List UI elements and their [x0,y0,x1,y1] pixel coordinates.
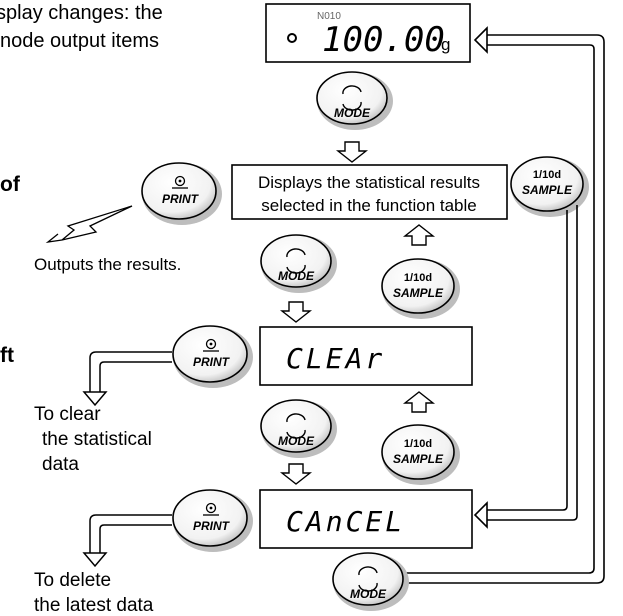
intro-text-line-2: node output items [0,30,159,52]
sample-key-bottom-label: SAMPLE [393,452,444,466]
print-key-2[interactable]: PRINT [172,325,253,388]
clear-output-arrow [82,351,172,407]
cancel-display-text: CAnCEL [286,505,405,538]
rotate-arrow-icon [358,566,378,576]
clear-note-line-2: the statistical [42,429,152,450]
weighing-display: N010 100.00 g [265,3,471,63]
rotate-arrow-icon [286,413,306,423]
print-key-label: PRINT [193,519,231,533]
sample-key-2[interactable]: 1/10d SAMPLE [381,258,460,319]
sample-key-top-label: 1/10d [404,272,432,284]
print-key-label: PRINT [162,192,200,206]
print-icon [205,502,217,514]
sample-key-bottom-label: SAMPLE [522,183,573,197]
sample-key-top-label: 1/10d [533,169,561,181]
mode-key-bottom[interactable]: MODE [332,552,409,611]
mode-key-lower[interactable]: MODE [260,399,337,458]
print-key-1[interactable]: PRINT [141,162,222,225]
sample-return-arrow [473,205,578,529]
print-icon [205,338,217,350]
mode-key-top[interactable]: MODE [316,71,393,130]
intro-text-line-1: splay changes: the [0,2,163,24]
sample-key-bottom-label: SAMPLE [393,286,444,300]
clear-note-line-3: data [42,454,79,475]
print-icon [174,175,186,187]
mode-key-label: MODE [334,106,371,120]
up-arrow-2 [402,391,436,413]
sample-key-top-label: 1/10d [404,438,432,450]
mode-key-mid[interactable]: MODE [260,234,337,293]
mode-key-label: MODE [278,434,315,448]
stable-mark-icon [287,33,297,43]
mode-key-label: MODE [278,269,315,283]
clear-note-line-1: To clear [34,404,101,425]
rotate-arrow-icon [342,85,362,95]
clear-display: CLEAr [259,326,473,386]
sample-key-1[interactable]: 1/10d SAMPLE [510,156,589,217]
stat-box-line-2: selected in the function table [261,196,476,215]
output-lightning-icon [61,205,133,241]
outputs-results-note: Outputs the results. [34,255,181,274]
cancel-display: CAnCEL [259,489,473,549]
display-indicator: N010 [317,11,341,22]
display-unit: g [441,35,450,54]
print-key-label: PRINT [193,355,231,369]
down-arrow-3 [279,463,313,485]
stat-box-line-1: Displays the statistical results [258,173,480,192]
heading-fragment-of: of [0,173,21,196]
return-loop-arrow [405,26,605,584]
statistical-results-box: Displays the statistical results selecte… [231,164,508,220]
down-arrow-2 [279,301,313,323]
heading-fragment-ft: ft [0,344,14,367]
delete-output-arrow [82,514,172,568]
down-arrow-1 [335,141,369,163]
sample-key-3[interactable]: 1/10d SAMPLE [381,424,460,485]
up-arrow-1 [402,224,436,246]
rotate-arrow-icon [286,248,306,258]
clear-display-text: CLEAr [286,342,385,375]
delete-note-line-2: the latest data [34,595,154,616]
print-key-3[interactable]: PRINT [172,489,253,552]
delete-note-line-1: To delete [34,570,111,591]
display-value: 100.00 [322,20,445,60]
mode-key-label: MODE [350,587,387,601]
